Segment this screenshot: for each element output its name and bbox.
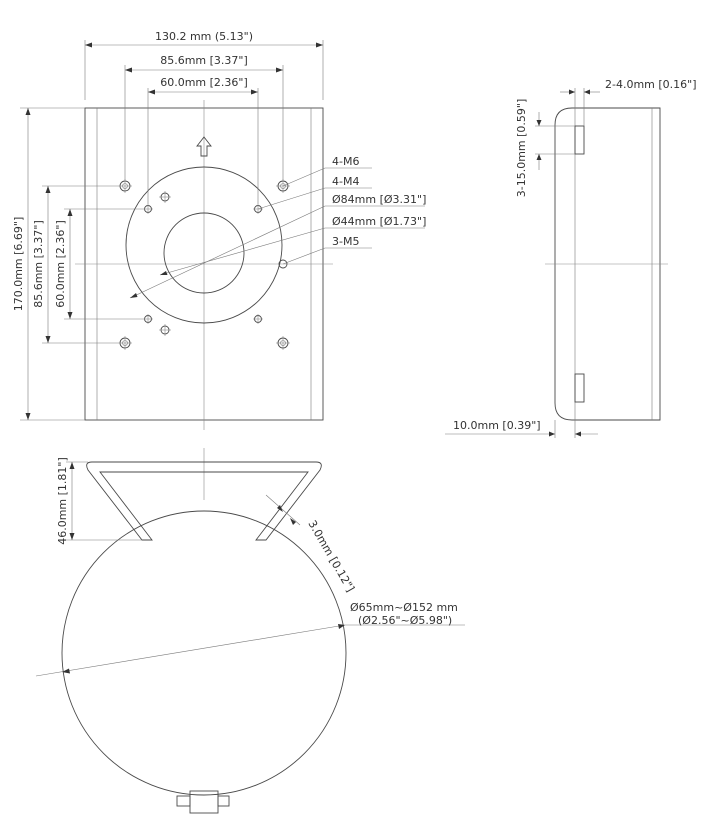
label-clamp-height: 46.0mm [1.81"] (56, 457, 69, 545)
side-view (445, 88, 668, 438)
side-outline (554, 107, 661, 421)
leader-lines (129, 167, 425, 299)
circle-44mm (163, 212, 245, 294)
label-clamp-thickness: 3.0mm [0.12"] (305, 518, 357, 594)
side-slot-top (574, 125, 585, 155)
label-clamp-range-mm: Ø65mm~Ø152 mm (350, 601, 458, 614)
label-side-bottom: 10.0mm [0.39"] (453, 419, 541, 432)
label-dia-84: Ø84mm [Ø3.31"] (332, 193, 426, 206)
hole-crosshairs (118, 179, 290, 350)
label-side-slot: 3-15.0mm [0.59"] (515, 99, 528, 198)
label-width-600: 60.0mm [2.36"] (160, 76, 248, 89)
left-dimensions (20, 107, 143, 421)
m5-holes (160, 192, 288, 335)
label-hole-m4: 4-M4 (332, 175, 359, 188)
label-height-600: 60.0mm [2.36"] (54, 220, 67, 308)
label-height-overall: 170.0mm [6.69"] (12, 217, 25, 312)
label-width-overall: 130.2 mm (5.13") (155, 30, 253, 43)
label-hole-m6: 4-M6 (332, 155, 359, 168)
clamp-bracket (86, 461, 322, 541)
side-slot-bottom (574, 373, 585, 403)
label-side-top: 2-4.0mm [0.16"] (605, 78, 697, 91)
label-width-856: 85.6mm [3.37"] (160, 54, 248, 67)
front-view (20, 40, 425, 430)
up-arrow-icon (196, 136, 212, 157)
label-height-856: 85.6mm [3.37"] (32, 220, 45, 308)
top-dimensions (84, 40, 324, 204)
circle-84mm (125, 166, 283, 324)
clamp-bolt-left (176, 795, 191, 807)
label-hole-m5: 3-M5 (332, 235, 359, 248)
label-dia-44: Ø44mm [Ø1.73"] (332, 215, 426, 228)
clamp-circle (61, 510, 347, 796)
label-clamp-range-in: (Ø2.56"~Ø5.98") (358, 614, 452, 627)
clamp-bolt-right (217, 795, 230, 807)
clamp-view (35, 448, 465, 814)
